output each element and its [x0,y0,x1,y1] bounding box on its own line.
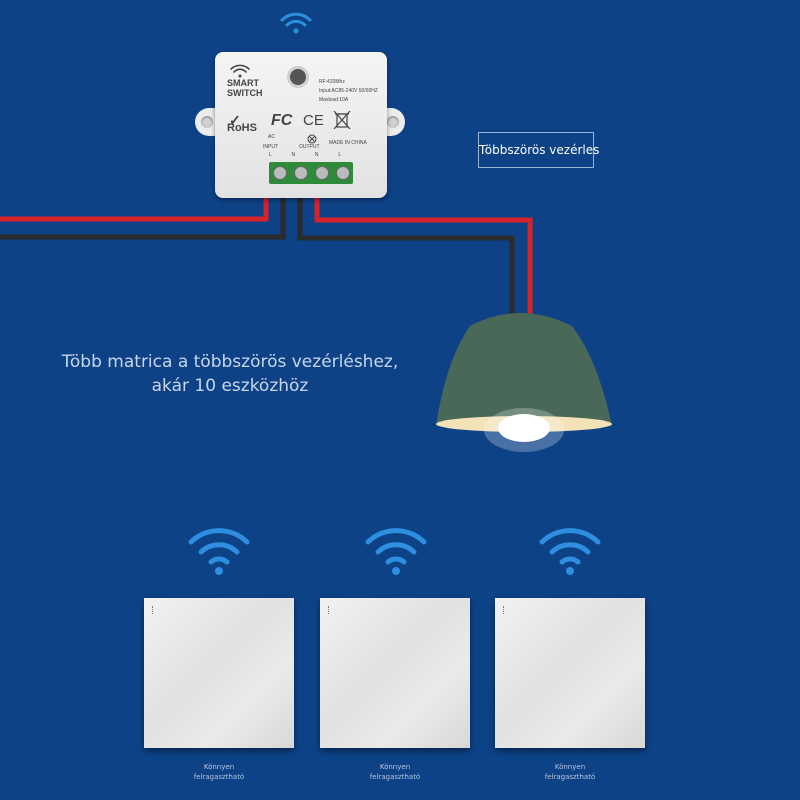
switch-caption-line2: felragasztható [193,773,245,781]
pendant-lamp [436,313,612,452]
wall-switch-panel[interactable] [495,598,645,748]
made-in-label: MADE IN CHINA [329,140,367,146]
wifi-icon [539,528,601,575]
switch-caption-line1: Könnyen [203,763,235,771]
wifi-icon [230,64,250,78]
terminal-label: N [314,152,319,158]
switch-caption-line2: felragasztható [544,773,596,781]
module-rf: RF:433Mhz [319,79,345,85]
module-input: Input:AC85-240V 50/60HZ [319,88,378,94]
terminal-screw [314,166,329,180]
module-maxload: Maxload:10A [319,97,349,103]
switch-caption: Könnyen felragasztható [495,762,645,782]
switch-caption-line1: Könnyen [554,763,586,771]
terminal-label: L [268,152,272,158]
wifi-icon [365,528,427,575]
module-body: SMART SWITCH RF:433Mhz Input:AC85-240V 5… [215,52,387,198]
terminal-block [269,162,353,184]
switch-caption-line1: Könnyen [379,763,411,771]
output-label: OUTPUT [299,144,320,150]
switch-caption: Könnyen felragasztható [320,762,470,782]
indicator-dots [328,606,331,614]
switch-caption-line2: felragasztható [369,773,421,781]
right-wires [297,196,533,318]
wall-switch-panel[interactable] [320,598,470,748]
input-label: INPUT [263,144,278,150]
rohs-mark: RoHS [227,122,257,134]
indicator-dots [152,606,155,614]
pairing-button[interactable] [287,66,309,88]
switch-caption: Könnyen felragasztható [144,762,294,782]
terminal-screw [272,166,287,180]
module-brand-line2: SWITCH [227,88,263,98]
ce-mark: CE [303,112,324,129]
check-mark-icon: ✓ [229,112,241,128]
terminal-label: L [338,152,342,158]
left-wires [0,196,286,240]
fc-mark: FC [271,112,293,129]
wall-switch-panel[interactable] [144,598,294,748]
headline-line2: akár 10 eszközhöz [151,376,309,396]
indicator-dots [503,606,506,614]
headline: Több matrica a többszörös vezérléshez, a… [30,350,430,398]
smart-switch-module: SMART SWITCH RF:433Mhz Input:AC85-240V 5… [195,52,405,198]
terminal-screw [335,166,350,180]
bulb-symbol-icon [307,134,317,144]
wifi-icon [280,12,312,34]
ac-label: AC [268,134,275,140]
wifi-icon [188,528,250,575]
headline-line1: Több matrica a többszörös vezérléshez, [61,352,399,372]
terminal-label: N [291,152,296,158]
module-brand-line1: SMART [227,78,259,88]
terminal-screw [293,166,308,180]
caption-box: Többszörös vezérles [478,132,599,168]
weee-bin-icon [333,110,351,130]
